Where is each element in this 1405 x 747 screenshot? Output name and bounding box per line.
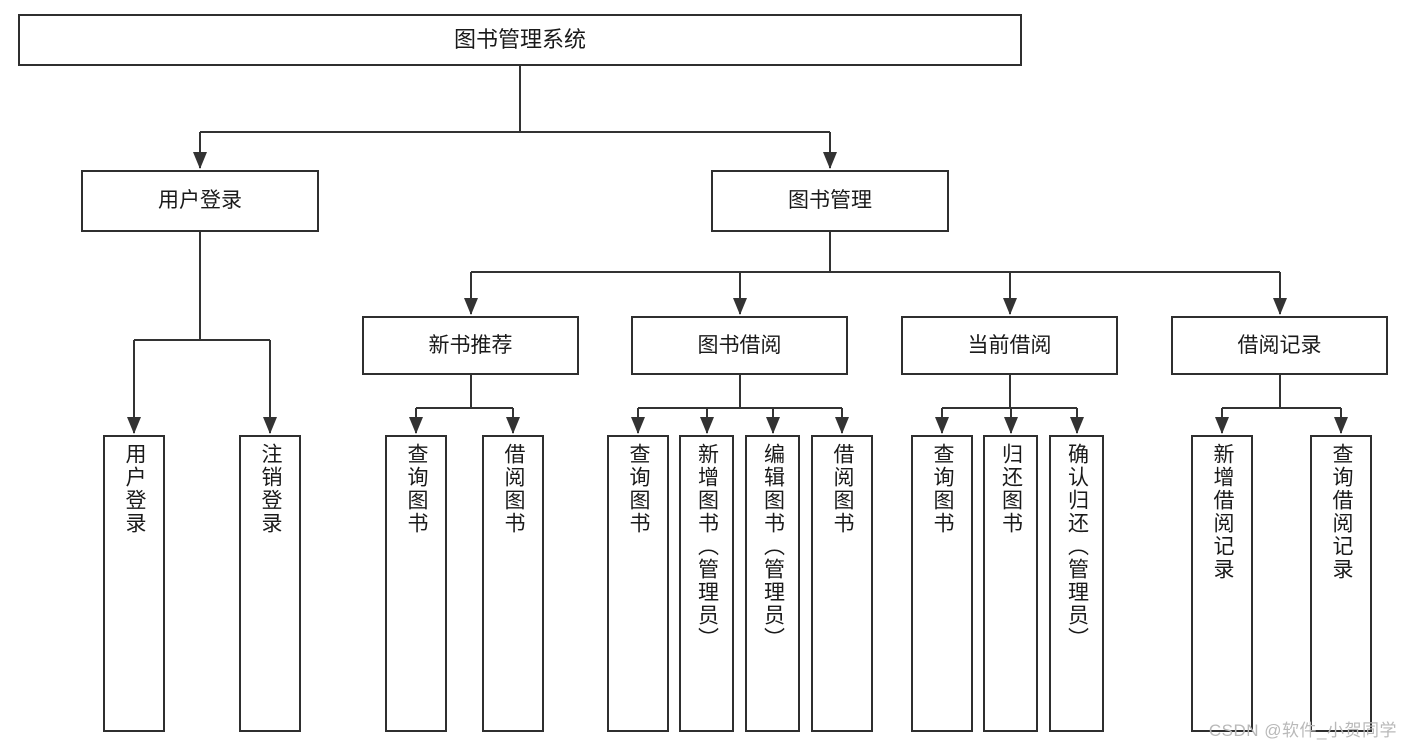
node-leaf-br-add[interactable]: 新增借阅记录	[1191, 435, 1253, 732]
node-label: 确认归还（管理员）	[1065, 443, 1089, 650]
node-leaf-cb-query[interactable]: 查询图书	[911, 435, 973, 732]
node-label: 用户登录	[123, 443, 147, 535]
node-leaf-bb-edit[interactable]: 编辑图书（管理员）	[745, 435, 800, 732]
watermark: CSDN @软件_小贺同学	[1208, 721, 1397, 740]
node-leaf-user-logout[interactable]: 注销登录	[239, 435, 301, 732]
node-label: 查询图书	[627, 443, 651, 535]
node-label: 当前借阅	[967, 333, 1052, 357]
node-leaf-rec-borrow[interactable]: 借阅图书	[482, 435, 544, 732]
node-label: 查询借阅记录	[1330, 443, 1354, 581]
node-label: 归还图书	[999, 443, 1023, 535]
node-label: 新书推荐	[428, 333, 513, 357]
node-leaf-cb-confirm[interactable]: 确认归还（管理员）	[1049, 435, 1104, 732]
node-leaf-bb-query[interactable]: 查询图书	[607, 435, 669, 732]
node-label: 借阅记录	[1237, 333, 1322, 357]
node-leaf-bb-borrow[interactable]: 借阅图书	[811, 435, 873, 732]
node-label: 图书管理	[788, 189, 872, 213]
node-borrow-record[interactable]: 借阅记录	[1171, 316, 1388, 375]
node-leaf-user-login[interactable]: 用户登录	[103, 435, 165, 732]
node-user-login[interactable]: 用户登录	[81, 170, 319, 232]
node-label: 查询图书	[405, 443, 429, 535]
node-new-book-rec[interactable]: 新书推荐	[362, 316, 579, 375]
node-book-borrow[interactable]: 图书借阅	[631, 316, 848, 375]
node-book-mgmt[interactable]: 图书管理	[711, 170, 949, 232]
node-root[interactable]: 图书管理系统	[18, 14, 1022, 66]
node-label: 新增图书（管理员）	[695, 443, 719, 650]
node-leaf-br-query[interactable]: 查询借阅记录	[1310, 435, 1372, 732]
node-leaf-rec-query[interactable]: 查询图书	[385, 435, 447, 732]
node-label: 借阅图书	[831, 443, 855, 535]
node-leaf-bb-add[interactable]: 新增图书（管理员）	[679, 435, 734, 732]
node-label: 图书管理系统	[453, 26, 586, 52]
node-label: 查询图书	[931, 443, 955, 535]
node-label: 编辑图书（管理员）	[761, 443, 785, 650]
node-leaf-cb-return[interactable]: 归还图书	[983, 435, 1038, 732]
node-label: 用户登录	[158, 189, 242, 213]
node-label: 借阅图书	[502, 443, 526, 535]
node-label: 图书借阅	[697, 333, 782, 357]
node-label: 新增借阅记录	[1211, 443, 1235, 581]
node-label: 注销登录	[259, 443, 283, 535]
node-current-borrow[interactable]: 当前借阅	[901, 316, 1118, 375]
